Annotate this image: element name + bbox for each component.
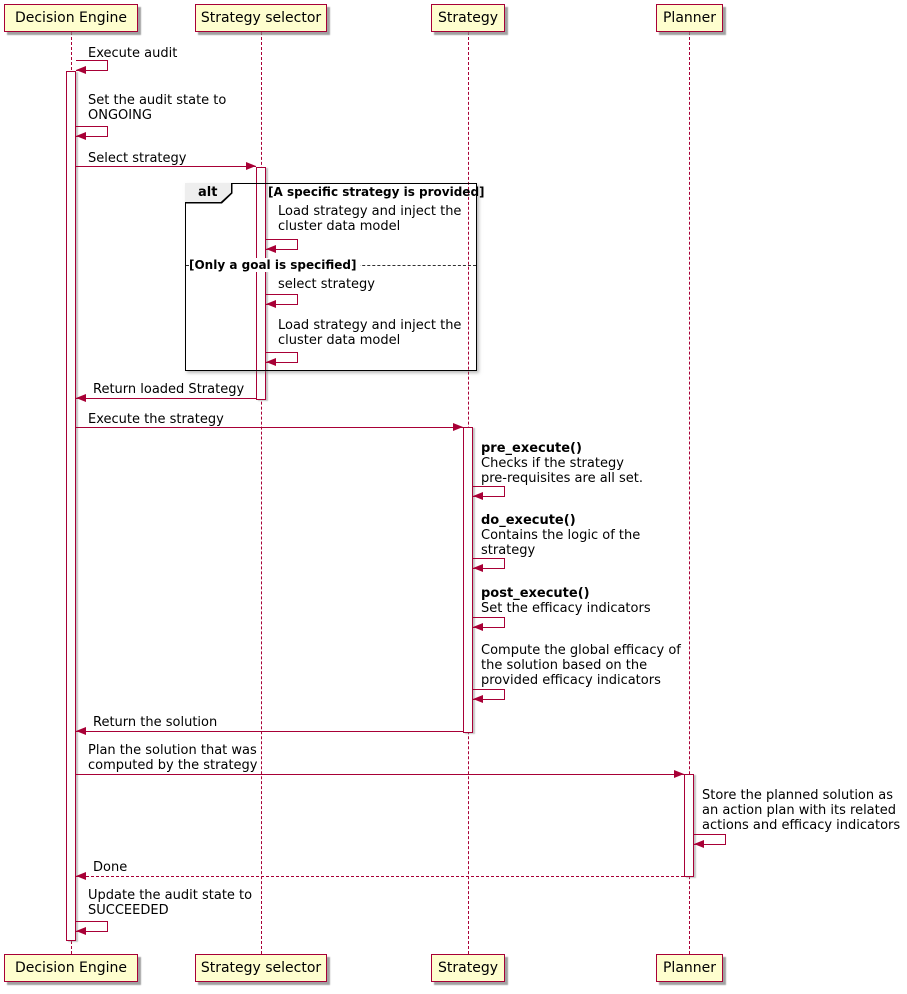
arrow-line-plan-solution bbox=[76, 774, 684, 775]
arrowhead-pre-execute bbox=[473, 492, 483, 500]
message-label-execute-audit: Execute audit bbox=[88, 46, 178, 61]
self-arrow-select-strategy-internal bbox=[266, 294, 298, 305]
self-arrow-execute-audit bbox=[76, 60, 108, 71]
arrowhead-set-audit-ongoing bbox=[76, 132, 86, 140]
arrowhead-return-loaded-strategy bbox=[76, 394, 86, 402]
alt-condition-goal-only: [Only a goal is specified] bbox=[189, 258, 361, 272]
self-arrow-update-audit-succeeded bbox=[76, 921, 108, 932]
arrowhead-done bbox=[76, 872, 86, 880]
arrowhead-plan-solution bbox=[674, 770, 684, 778]
message-label-store-plan: Store the planned solution as an action … bbox=[702, 788, 901, 833]
message-label-compute-efficacy: Compute the global efficacy of the solut… bbox=[481, 643, 681, 688]
message-label-return-loaded-strategy: Return loaded Strategy bbox=[93, 382, 245, 397]
message-label-set-audit-ongoing: Set the audit state to ONGOING bbox=[88, 93, 227, 123]
message-label-do-execute-desc: Contains the logic of the strategy bbox=[481, 528, 641, 558]
self-arrow-load-strategy-2 bbox=[266, 352, 298, 363]
activation-bar-strategy-selector bbox=[256, 167, 266, 400]
alt-frame-label: alt bbox=[184, 182, 231, 202]
self-arrow-post-execute bbox=[473, 617, 505, 628]
arrow-line-return-solution bbox=[76, 731, 463, 732]
participant-decision-engine-top: Decision Engine bbox=[4, 4, 138, 32]
arrow-line-select-strategy bbox=[76, 166, 256, 167]
message-label-load-strategy-2: Load strategy and inject the cluster dat… bbox=[278, 318, 462, 348]
message-label-post-execute-desc: Set the efficacy indicators bbox=[481, 601, 651, 616]
message-label-done: Done bbox=[93, 860, 128, 875]
self-arrow-set-audit-ongoing bbox=[76, 126, 108, 137]
participant-strategy-selector-bottom: Strategy selector bbox=[195, 954, 327, 982]
arrowhead-execute-audit bbox=[76, 66, 86, 74]
participant-strategy-selector-top: Strategy selector bbox=[195, 4, 327, 32]
self-arrow-load-strategy-1 bbox=[266, 239, 298, 250]
arrowhead-compute-efficacy bbox=[473, 695, 483, 703]
message-label-post-execute-title: post_execute() bbox=[481, 586, 590, 601]
self-arrow-compute-efficacy bbox=[473, 689, 505, 700]
message-label-plan-solution: Plan the solution that was computed by t… bbox=[88, 743, 258, 773]
message-label-do-execute-title: do_execute() bbox=[481, 513, 576, 528]
arrowhead-execute-strategy bbox=[453, 423, 463, 431]
message-label-select-strategy: Select strategy bbox=[88, 151, 187, 166]
arrowhead-store-plan bbox=[694, 840, 704, 848]
participant-strategy-top: Strategy bbox=[431, 4, 505, 32]
alt-frame-tab: alt bbox=[184, 182, 233, 204]
arrow-line-done bbox=[76, 876, 684, 877]
participant-planner-bottom: Planner bbox=[656, 954, 723, 982]
arrow-line-return-loaded-strategy bbox=[76, 398, 256, 399]
arrowhead-update-audit-succeeded bbox=[76, 927, 86, 935]
arrowhead-post-execute bbox=[473, 623, 483, 631]
activation-bar-decision-engine bbox=[66, 71, 76, 941]
message-label-update-audit-succeeded: Update the audit state to SUCCEEDED bbox=[88, 888, 253, 918]
arrowhead-select-strategy bbox=[246, 162, 256, 170]
message-label-select-strategy-internal: select strategy bbox=[278, 277, 375, 292]
arrowhead-load-strategy-1 bbox=[266, 245, 276, 253]
message-label-pre-execute-title: pre_execute() bbox=[481, 441, 582, 456]
self-arrow-pre-execute bbox=[473, 486, 505, 497]
arrowhead-load-strategy-2 bbox=[266, 358, 276, 366]
participant-decision-engine-bottom: Decision Engine bbox=[4, 954, 138, 982]
lifeline-planner bbox=[689, 32, 690, 954]
arrowhead-do-execute bbox=[473, 564, 483, 572]
self-arrow-store-plan bbox=[694, 834, 726, 845]
arrowhead-return-solution bbox=[76, 727, 86, 735]
participant-planner-top: Planner bbox=[656, 4, 723, 32]
lifeline-strategy-selector bbox=[261, 32, 262, 954]
message-label-return-solution: Return the solution bbox=[93, 715, 218, 730]
message-label-pre-execute-desc: Checks if the strategy pre-requisites ar… bbox=[481, 456, 644, 486]
arrowhead-select-strategy-internal bbox=[266, 300, 276, 308]
participant-strategy-bottom: Strategy bbox=[431, 954, 505, 982]
message-label-execute-strategy: Execute the strategy bbox=[88, 412, 224, 427]
arrow-line-execute-strategy bbox=[76, 427, 463, 428]
activation-bar-planner bbox=[684, 774, 694, 877]
self-arrow-do-execute bbox=[473, 558, 505, 569]
activation-bar-strategy bbox=[463, 427, 473, 733]
message-label-load-strategy-1: Load strategy and inject the cluster dat… bbox=[278, 204, 462, 234]
alt-frame: alt bbox=[184, 182, 477, 371]
alt-condition-specific-strategy: [A specific strategy is provided] bbox=[268, 185, 485, 199]
